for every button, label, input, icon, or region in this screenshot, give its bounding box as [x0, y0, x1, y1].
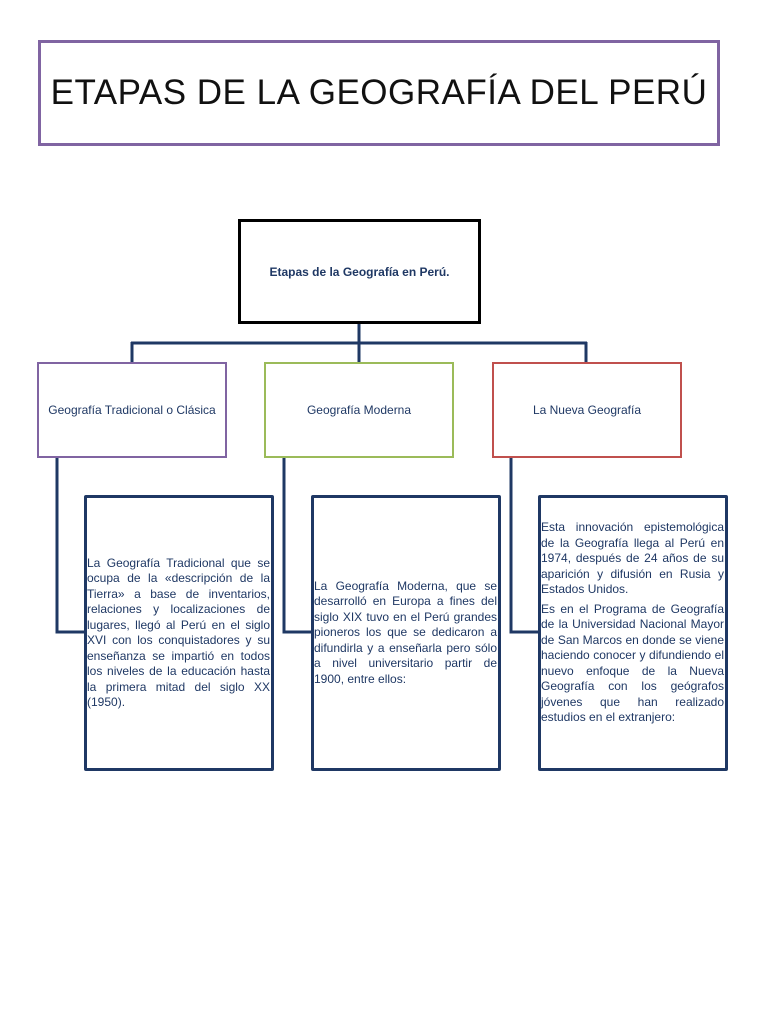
description-text: Esta innovación epistemológica de la Geo…: [541, 520, 724, 596]
category-tradicional: Geografía Tradicional o Clásica: [37, 362, 227, 458]
title-box: ETAPAS DE LA GEOGRAFÍA DEL PERÚ: [38, 40, 720, 146]
description-tradicional: La Geografía Tradicional que se ocupa de…: [84, 495, 274, 771]
category-nueva: La Nueva Geografía: [492, 362, 682, 458]
description-text: La Geografía Moderna, que se desarrolló …: [314, 578, 497, 686]
page-title: ETAPAS DE LA GEOGRAFÍA DEL PERÚ: [50, 73, 708, 112]
description-nueva: Esta innovación epistemológica de la Geo…: [538, 495, 728, 771]
description-text: La Geografía Tradicional que se ocupa de…: [87, 555, 270, 710]
category-label: Geografía Moderna: [306, 403, 412, 417]
root-label: Etapas de la Geografía en Perú.: [269, 264, 450, 279]
root-node: Etapas de la Geografía en Perú.: [238, 219, 481, 324]
connector-trad-desc: [55, 458, 84, 634]
category-label: La Nueva Geografía: [532, 403, 642, 417]
category-label: Geografía Tradicional o Clásica: [48, 403, 216, 417]
connector-new-desc: [509, 458, 538, 634]
connector-mod-desc: [282, 458, 311, 634]
description-text: Es en el Programa de Geografía de la Uni…: [541, 601, 724, 725]
category-moderna: Geografía Moderna: [264, 362, 454, 458]
description-moderna: La Geografía Moderna, que se desarrolló …: [311, 495, 501, 771]
